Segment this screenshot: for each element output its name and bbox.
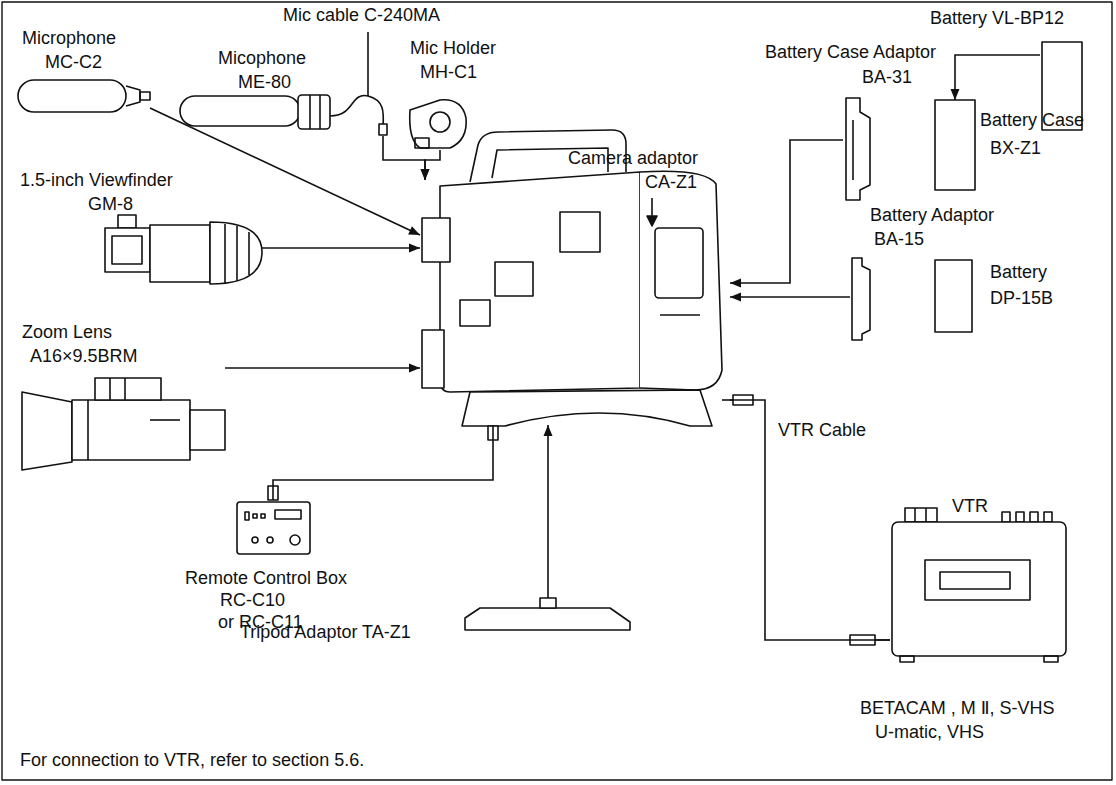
equipment-node: Battery Case AdaptorBA-31 xyxy=(843,95,873,200)
part-label: Battery VL-BP12 xyxy=(930,8,1064,30)
viewfinder-drawing xyxy=(105,215,262,284)
part-label: Zoom Lens xyxy=(22,322,112,344)
arrowhead xyxy=(951,89,960,100)
part-label: BA-15 xyxy=(874,229,924,251)
part-label: Battery Adaptor xyxy=(870,205,994,227)
part-label: Camera adaptor xyxy=(568,148,698,170)
arrowhead xyxy=(409,244,420,253)
cable-label: VTR Cable xyxy=(778,420,866,442)
part-label: BX-Z1 xyxy=(990,138,1041,160)
tripod-adaptor-drawing xyxy=(465,598,630,630)
arrowhead xyxy=(730,279,741,288)
connector-line xyxy=(955,55,1040,100)
equipment-node: Camera adaptorCA-Z1 xyxy=(420,180,730,425)
equipment-node: Zoom LensA16×9.5BRM xyxy=(20,360,225,470)
connector-line xyxy=(262,247,420,249)
part-label: GM-8 xyxy=(88,194,133,216)
part-label: Micophone xyxy=(218,48,306,70)
vtr-drawing xyxy=(850,508,1066,662)
part-label: Remote Control Box xyxy=(185,568,347,590)
cable-connector xyxy=(730,140,843,288)
cable-connector xyxy=(262,244,420,253)
zoom-lens-drawing xyxy=(22,378,225,470)
leader-arrow xyxy=(647,216,657,226)
part-label: Battery xyxy=(990,262,1047,284)
arrowhead xyxy=(409,364,420,373)
connector-line xyxy=(150,108,420,235)
part-label: DP-15B xyxy=(990,288,1053,310)
connector-line xyxy=(225,367,420,369)
equipment-node: MicrophoneMC-C2 xyxy=(18,78,150,114)
part-label: CA-Z1 xyxy=(645,172,697,194)
camera-drawing xyxy=(422,130,753,440)
part-label: MC-C2 xyxy=(45,52,102,74)
cable-connector xyxy=(730,400,890,640)
cable-connector xyxy=(421,150,441,180)
equipment-node: Battery CaseBX-Z1 xyxy=(935,100,975,190)
part-label: Battery Case Adaptor xyxy=(765,42,936,64)
connector-line xyxy=(730,140,843,283)
adaptor-plate-drawing xyxy=(846,98,870,340)
equipment-node: BatteryDP-15B xyxy=(935,260,972,332)
cable-connector xyxy=(150,108,420,235)
part-label: Mic cable C-240MA xyxy=(283,5,440,27)
equipment-node: VTRBETACAM , M Ⅱ, S-VHSU-matic, VHS xyxy=(890,520,1068,658)
arrowhead xyxy=(730,293,741,302)
part-label: MH-C1 xyxy=(420,62,477,84)
cable-connector xyxy=(225,364,420,373)
part-label: Mic Holder xyxy=(410,38,496,60)
equipment-node: Battery AdaptorBA-15 xyxy=(850,255,872,340)
arrowhead xyxy=(544,425,553,436)
part-label: BA-31 xyxy=(862,67,912,89)
connector-line xyxy=(547,425,549,598)
cable-connector xyxy=(730,293,850,302)
equipment-node: Tripod Adaptor TA-Z1 xyxy=(465,598,630,632)
part-label: ME-80 xyxy=(238,72,291,94)
part-label: Microphone xyxy=(22,28,116,50)
arrowhead xyxy=(408,226,420,235)
leader-arrow xyxy=(651,198,653,218)
cable-connector xyxy=(383,136,430,180)
mic-holder-drawing xyxy=(410,100,466,148)
part-label: BETACAM , M Ⅱ, S-VHS xyxy=(860,698,1055,720)
part-label: RC-C10 xyxy=(220,590,285,612)
part-label: VTR xyxy=(952,496,988,518)
arrowhead xyxy=(421,169,430,180)
battery-drawing xyxy=(935,42,1082,332)
part-label: Battery Case xyxy=(980,110,1084,132)
connector-line xyxy=(273,425,493,500)
note-text: For connection to VTR, refer to section … xyxy=(20,750,364,772)
equipment-node: MicophoneME-80 xyxy=(175,96,390,136)
part-label: Tripod Adaptor TA-Z1 xyxy=(240,622,411,644)
equipment-node: Remote Control BoxRC-C10or RC-C11 xyxy=(237,500,310,554)
cable-connector xyxy=(273,425,493,500)
connector-line xyxy=(730,400,890,640)
connector-line xyxy=(383,136,425,180)
cable-connector xyxy=(951,55,1041,100)
arrowhead xyxy=(421,169,430,180)
part-label: 1.5-inch Viewfinder xyxy=(20,170,173,192)
equipment-node: 1.5-inch ViewfinderGM-8 xyxy=(105,215,262,285)
part-label: U-matic, VHS xyxy=(875,722,984,744)
microphone-drawing xyxy=(180,95,387,135)
part-label: A16×9.5BRM xyxy=(30,346,138,368)
connector-line xyxy=(730,296,850,298)
connector-line xyxy=(425,150,440,180)
leader-line xyxy=(367,32,369,96)
equipment-node: Mic HolderMH-C1 xyxy=(405,95,470,150)
microphone-drawing xyxy=(18,80,150,112)
cable-connector xyxy=(544,425,553,598)
